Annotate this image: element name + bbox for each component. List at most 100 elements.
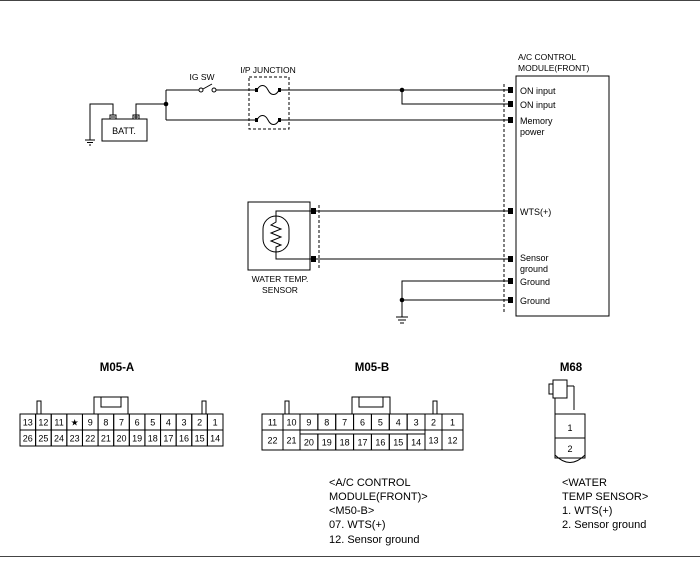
battery: BATT.	[101, 114, 148, 142]
connector-pin-label: 20	[116, 433, 126, 443]
fuse-icon	[255, 85, 281, 95]
connector-pin-label: 15	[195, 433, 205, 443]
connector-cell	[206, 429, 224, 447]
splice-dot	[163, 101, 169, 107]
latch-icon	[351, 396, 391, 415]
connector-pin-label: 7	[119, 417, 124, 427]
connector-pin-label: 16	[375, 437, 385, 447]
connector-pin-label: 18	[340, 437, 350, 447]
module-note-line1: <A/C CONTROL	[329, 477, 411, 489]
connector-pin-label: 10	[286, 417, 296, 427]
ac-control-module	[515, 75, 610, 317]
connector-pin-label: 3	[414, 417, 419, 427]
connector-m05a-title: M05-A	[100, 362, 135, 374]
module-pins	[508, 87, 513, 303]
thermistor-icon	[262, 210, 312, 260]
connector-pin-label: 13	[428, 435, 438, 445]
module-note-line5: 12. Sensor ground	[329, 534, 420, 546]
connector-pin-label: 15	[393, 437, 403, 447]
connector-pin-label: 5	[150, 417, 155, 427]
ground-icon	[396, 316, 408, 324]
schematic: BATT. IG SW I/P JUNCTION	[85, 52, 610, 324]
sensor-pin-2	[311, 256, 316, 262]
pin-ground-2: Ground	[520, 296, 550, 306]
module-notes: <A/C CONTROL MODULE(FRONT)> <M50-B> 07. …	[329, 477, 428, 546]
connector-pin-label: 8	[103, 417, 108, 427]
connector-pin-label: 2	[197, 417, 202, 427]
connector-pin-label: 11	[54, 417, 63, 427]
connector-pin-label: 11	[268, 417, 277, 427]
latch-icon	[93, 396, 129, 415]
connector-m05b-title: M05-B	[355, 362, 390, 374]
connector-pin-label: 1	[450, 417, 455, 427]
pin-memory-power-line1: Memory	[520, 116, 553, 126]
connector-pin-label: 7	[342, 417, 347, 427]
module-title-line2: MODULE(FRONT)	[518, 63, 589, 73]
connector-cell	[441, 429, 464, 451]
connector-pin-label: 16	[179, 433, 189, 443]
connector-pin-label: 5	[378, 417, 383, 427]
connector-pin-label: 26	[23, 433, 33, 443]
sensor-note-line1: <WATER	[562, 477, 607, 489]
pin-sensor-ground-line2: ground	[520, 264, 548, 274]
module-note-line4: 07. WTS(+)	[329, 519, 386, 531]
junction-box	[248, 76, 290, 130]
pin-ground-1: Ground	[520, 277, 550, 287]
sensor-notes: <WATER TEMP SENSOR> 1. WTS(+) 2. Sensor …	[562, 477, 648, 531]
connector-pin-label: 24	[54, 433, 64, 443]
pin-wts: WTS(+)	[520, 207, 551, 217]
pin-on-input-1: ON input	[520, 86, 556, 96]
connector-m68: M68 1 2	[548, 362, 586, 463]
connector-pin-label: 9	[306, 417, 311, 427]
splice-dot	[399, 87, 405, 93]
pin-memory-power-line2: power	[520, 127, 545, 137]
connector-pin-label: 1	[213, 417, 218, 427]
connector-pin-label: 9	[88, 417, 93, 427]
m68-pin-2: 2	[567, 444, 572, 454]
connector-pin-label: 19	[322, 437, 332, 447]
connector-pin-label: 3	[181, 417, 186, 427]
connector-pin-label: 17	[163, 433, 173, 443]
connector-m68-title: M68	[560, 362, 583, 374]
module-note-line3: <M50-B>	[329, 505, 374, 517]
splice-dot	[399, 297, 405, 303]
connector-pin-label: 19	[132, 433, 142, 443]
connector-pin-label: ★	[71, 417, 79, 427]
connector-pin-label: 8	[324, 417, 329, 427]
fuse-icon	[255, 115, 281, 125]
connector-pin-label: 2	[431, 417, 436, 427]
sensor-label-line2: SENSOR	[262, 285, 298, 295]
connector-pin-label: 17	[357, 437, 367, 447]
connector-pin-label: 20	[304, 437, 314, 447]
connector-pin-label: 22	[85, 433, 95, 443]
connector-pin-label: 18	[148, 433, 158, 443]
ig-sw-label: IG SW	[189, 72, 214, 82]
connector-pin-label: 12	[447, 435, 457, 445]
battery-ground-wire	[89, 103, 114, 140]
sensor-note-line4: 2. Sensor ground	[562, 519, 646, 531]
battery-positive-wire	[135, 103, 166, 115]
connector-pin-label: 23	[70, 433, 80, 443]
connector-pin-label: 25	[38, 433, 48, 443]
sensor-label-line1: WATER TEMP.	[252, 274, 309, 284]
connector-pin-label: 4	[166, 417, 171, 427]
connector-pin-label: 21	[286, 435, 296, 445]
connector-pin-label: 21	[101, 433, 111, 443]
connector-pin-label: 22	[267, 435, 277, 445]
battery-label: BATT.	[112, 126, 136, 136]
connector-pin-label: 6	[135, 417, 140, 427]
ground-wire-1	[401, 280, 508, 317]
module-title-line1: A/C CONTROL	[518, 52, 576, 62]
connector-pin-label: 6	[360, 417, 365, 427]
module-note-line2: MODULE(FRONT)>	[329, 491, 428, 503]
connector-pin-label: 4	[396, 417, 401, 427]
sensor-pin-1	[311, 208, 316, 214]
connector-pin-label: 14	[210, 433, 220, 443]
m68-pin-1: 1	[567, 423, 572, 433]
connector-pin-label: 12	[38, 417, 48, 427]
junction-label: I/P JUNCTION	[240, 65, 296, 75]
sensor-note-line2: TEMP SENSOR>	[562, 491, 648, 503]
